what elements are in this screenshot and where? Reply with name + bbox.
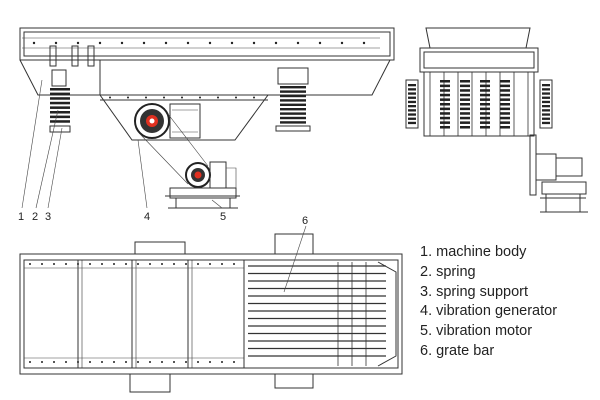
legend: 1. machine body 2. spring 3. spring supp… [420, 243, 557, 362]
body-right-wall [268, 59, 391, 96]
side-view: 1 2 3 4 5 [18, 27, 395, 223]
right-spring [275, 67, 311, 132]
grate-bars [248, 261, 397, 367]
callout-1: 1 [18, 211, 24, 223]
legend-item-vibration-motor: 5. vibration motor [420, 323, 533, 340]
plan-view: 6 [19, 215, 403, 393]
legend-item-spring: 2. spring [420, 263, 476, 280]
generator-bracket [99, 94, 269, 141]
callout-6: 6 [302, 215, 308, 227]
vibration-generator [134, 103, 201, 139]
machine-body-top [19, 27, 395, 61]
legend-item-grate-bar: 6. grate bar [420, 342, 495, 359]
machine-body-inner [23, 31, 391, 57]
legend-item-vibration-generator: 4. vibration generator [420, 303, 558, 320]
plan-outline [19, 253, 403, 375]
callout-5: 5 [220, 211, 226, 223]
callout-3: 3 [45, 211, 51, 223]
left-spring [49, 69, 71, 133]
drive-belt [139, 133, 189, 185]
legend-item-spring-support: 3. spring support [420, 283, 529, 300]
end-view-motor [555, 157, 583, 177]
callout-2: 2 [32, 211, 38, 223]
end-view [405, 27, 588, 213]
callout-4: 4 [144, 211, 150, 223]
vibration-motor [165, 161, 240, 209]
legend-item-machine-body: 1. machine body [420, 244, 527, 260]
